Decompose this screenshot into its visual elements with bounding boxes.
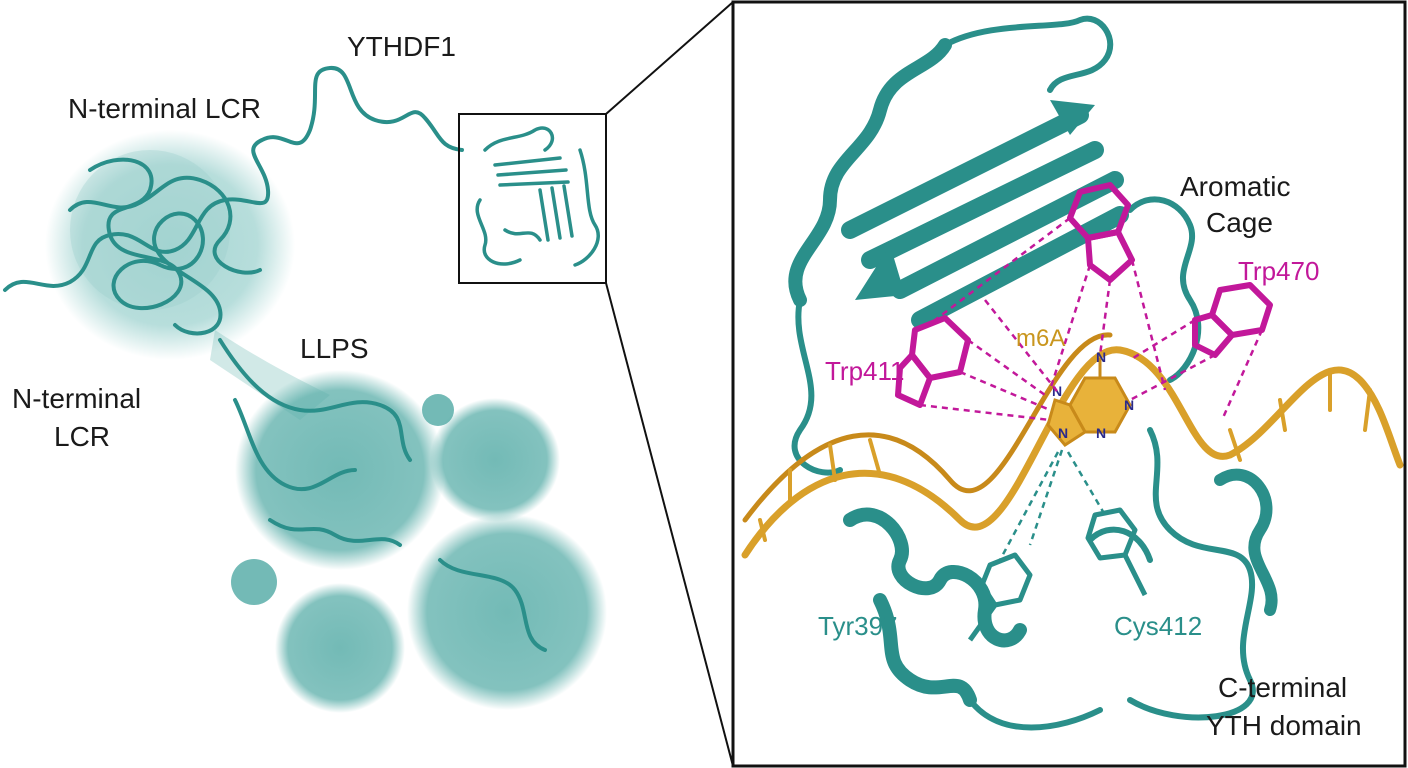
label-n-terminal-lcr-left-line1: N-terminal xyxy=(12,383,141,414)
pi-interactions xyxy=(919,217,1264,422)
label-cys412: Cys412 xyxy=(1114,611,1202,641)
label-n-terminal-lcr-top: N-terminal LCR xyxy=(68,93,261,124)
rna-helix xyxy=(741,332,1404,559)
side-chain-cys412 xyxy=(1085,507,1148,597)
atom-n7: N xyxy=(1052,383,1062,399)
zoom-lines xyxy=(605,1,734,767)
yth-domain-thumbnail xyxy=(475,126,600,267)
label-c-terminal-line1: C-terminal xyxy=(1218,672,1347,703)
atom-n3: N xyxy=(1096,425,1106,441)
label-aromatic-cage-line1: Aromatic xyxy=(1180,171,1290,202)
label-aromatic-cage-line2: Cage xyxy=(1206,207,1273,238)
atom-n6: N xyxy=(1096,349,1106,365)
label-llps: LLPS xyxy=(300,333,369,364)
label-trp470: Trp470 xyxy=(1238,256,1319,286)
label-tyr397: Tyr397 xyxy=(818,611,898,641)
atom-n9: N xyxy=(1058,425,1068,441)
m6a-base xyxy=(1046,358,1132,447)
label-m6a: m6A xyxy=(1016,325,1065,352)
zoom-box xyxy=(458,113,607,284)
title-ythdf1: YTHDF1 xyxy=(347,31,456,62)
label-trp411: Trp411 xyxy=(825,356,905,386)
ythdf1-chain xyxy=(3,66,547,652)
hydrogen-bonds xyxy=(998,449,1107,561)
atom-n1: N xyxy=(1124,397,1134,413)
lcr-condensate-top xyxy=(45,130,295,360)
llps-droplets xyxy=(210,330,607,713)
label-c-terminal-line2: YTH domain xyxy=(1206,710,1362,741)
side-chain-tyr397 xyxy=(967,552,1033,642)
label-n-terminal-lcr-left-line2: LCR xyxy=(54,421,110,452)
